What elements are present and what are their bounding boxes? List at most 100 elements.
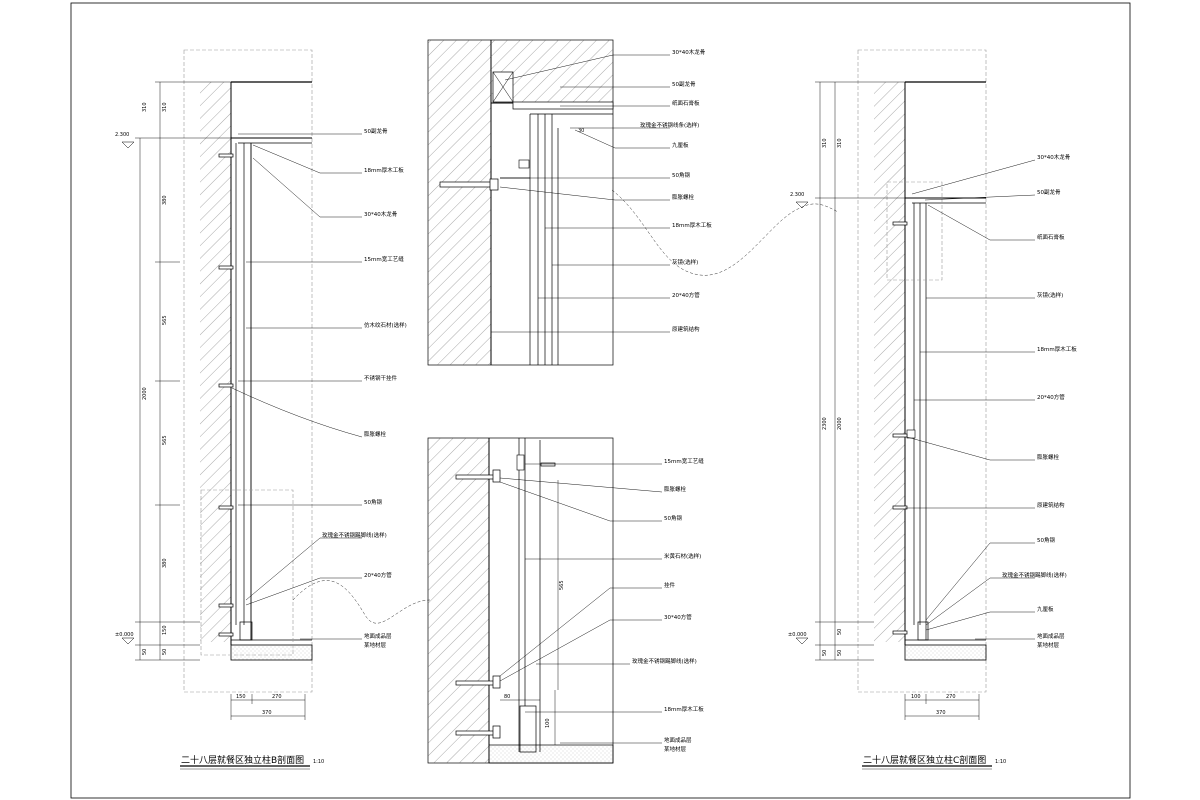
right-detail-frame xyxy=(886,181,943,281)
left-level-bottom: ±0.000 xyxy=(115,632,134,638)
svg-text:80: 80 xyxy=(504,694,510,700)
svg-text:20*40方管: 20*40方管 xyxy=(672,291,700,299)
svg-text:50: 50 xyxy=(837,629,843,635)
svg-text:370: 370 xyxy=(936,710,946,716)
right-floor-slab xyxy=(904,644,987,661)
svg-text:50角钢: 50角钢 xyxy=(664,514,682,522)
left-dashed-frame xyxy=(183,49,313,693)
svg-text:30*40木龙骨: 30*40木龙骨 xyxy=(364,210,398,218)
svg-text:挂件: 挂件 xyxy=(664,581,676,589)
right-scale: 1:10 xyxy=(995,759,1006,765)
bottom-detail-wall xyxy=(428,438,489,763)
svg-text:310: 310 xyxy=(142,102,148,112)
svg-text:2300: 2300 xyxy=(822,417,828,430)
right-hdim-texts: 100 270 370 xyxy=(911,694,956,716)
left-wall-hatch xyxy=(200,82,231,642)
svg-text:270: 270 xyxy=(272,694,282,700)
svg-text:某地材层: 某地材层 xyxy=(664,745,687,753)
right-section: 2.300 ±0.000 310 310 2300 2000 50 50 50 … xyxy=(788,49,1077,770)
svg-text:2000: 2000 xyxy=(142,387,148,400)
bottom-detail-gap xyxy=(516,454,525,471)
top-detail-dim: 30 xyxy=(578,128,584,134)
bottom-detail-floor xyxy=(488,744,614,764)
svg-text:50角钢: 50角钢 xyxy=(672,171,690,179)
svg-text:灰镜(选样): 灰镜(选样) xyxy=(672,258,698,266)
svg-text:玫瑰金不锈钢踢脚线(选样): 玫瑰金不锈钢踢脚线(选样) xyxy=(1002,571,1067,579)
svg-text:玫瑰金不锈钢踢脚线(选样): 玫瑰金不锈钢踢脚线(选样) xyxy=(632,657,697,665)
svg-text:50角钢: 50角钢 xyxy=(364,498,382,506)
svg-text:九厘板: 九厘板 xyxy=(672,141,689,149)
svg-text:150: 150 xyxy=(162,625,168,635)
svg-text:18mm厚木工板: 18mm厚木工板 xyxy=(672,221,712,229)
right-level-top: 2.300 xyxy=(790,192,804,198)
svg-text:310: 310 xyxy=(162,102,168,112)
left-section: 2.300 ±0.000 310 310 380 565 565 380 150… xyxy=(115,49,431,770)
svg-text:50: 50 xyxy=(837,650,843,656)
left-leaders xyxy=(231,133,363,640)
right-title: 二十八层就餐区独立柱C剖面图 xyxy=(863,754,986,766)
svg-text:某地材层: 某地材层 xyxy=(1037,641,1060,649)
svg-text:50: 50 xyxy=(822,650,828,656)
right-gap xyxy=(906,429,916,439)
svg-text:50角钢: 50角钢 xyxy=(1037,536,1055,544)
svg-text:九厘板: 九厘板 xyxy=(1037,605,1054,613)
bottom-detail-panels xyxy=(518,438,541,752)
svg-text:565: 565 xyxy=(162,315,168,325)
right-labels: 30*40木龙骨 50副龙骨 纸面石膏板 灰镜(选样) 18mm厚木工板 20*… xyxy=(1002,153,1077,649)
svg-text:30*40木龙骨: 30*40木龙骨 xyxy=(672,48,706,56)
svg-text:仿木纹石材(选样): 仿木纹石材(选样) xyxy=(364,321,407,329)
left-bolts xyxy=(218,153,234,637)
svg-text:50副龙骨: 50副龙骨 xyxy=(672,80,696,88)
top-detail-leaders xyxy=(491,54,670,333)
right-dashed-frame xyxy=(857,49,987,693)
right-level-mark-bottom xyxy=(795,637,809,645)
sheet-border xyxy=(70,2,1131,799)
svg-text:膨胀螺栓: 膨胀螺栓 xyxy=(664,485,687,493)
left-title: 二十八层就餐区独立柱B剖面图 xyxy=(181,754,304,766)
svg-text:玫瑰金不锈钢线条(选样): 玫瑰金不锈钢线条(选样) xyxy=(640,121,699,129)
right-level-bottom: ±0.000 xyxy=(788,632,807,638)
bottom-detail-bolts xyxy=(455,462,556,739)
left-hdim-texts: 150 270 370 xyxy=(236,694,282,716)
right-vdim-texts: 310 310 2300 2000 50 50 50 xyxy=(822,138,843,656)
left-level-mark-bottom xyxy=(121,637,135,645)
top-detail: 30*40木龙骨 50副龙骨 纸面石膏板 玫瑰金不锈钢线条(选样) 九厘板 50… xyxy=(427,39,839,366)
top-detail-angle xyxy=(518,159,530,169)
left-skirting xyxy=(239,621,253,641)
right-level-mark-top xyxy=(795,201,809,209)
bottom-detail-dims: 565 100 80 xyxy=(504,580,565,728)
svg-text:150: 150 xyxy=(236,694,246,700)
left-vdim-texts: 310 310 380 565 565 380 150 50 50 2000 xyxy=(142,102,168,655)
bottom-detail-labels: 15mm宽工艺缝 膨胀螺栓 50角钢 米黄石材(选样) 挂件 30*40方管 玫… xyxy=(632,457,704,753)
svg-text:18mm厚木工板: 18mm厚木工板 xyxy=(1037,345,1077,353)
svg-text:20*40方管: 20*40方管 xyxy=(364,571,392,579)
left-level-mark-top xyxy=(121,141,135,149)
top-detail-bolt-head xyxy=(489,178,499,191)
left-curve-link xyxy=(292,580,431,624)
top-detail-bolt xyxy=(439,181,498,188)
right-panels xyxy=(913,203,927,640)
left-scale: 1:10 xyxy=(313,759,324,765)
left-floor-slab xyxy=(230,644,313,661)
svg-text:灰镜(选样): 灰镜(选样) xyxy=(1037,291,1063,299)
svg-text:100: 100 xyxy=(545,718,551,728)
svg-text:380: 380 xyxy=(162,195,168,205)
svg-text:565: 565 xyxy=(559,580,565,590)
svg-text:15mm宽工艺缝: 15mm宽工艺缝 xyxy=(364,255,404,263)
svg-text:不锈钢干挂件: 不锈钢干挂件 xyxy=(364,374,398,382)
top-detail-stud-x xyxy=(492,71,514,103)
svg-text:地面成品层: 地面成品层 xyxy=(1037,632,1065,640)
left-level-top: 2.300 xyxy=(115,132,129,138)
bottom-detail-leaders xyxy=(499,463,663,745)
right-bolts xyxy=(892,221,908,635)
svg-text:565: 565 xyxy=(162,435,168,445)
svg-text:原建筑结构: 原建筑结构 xyxy=(1037,501,1065,509)
svg-text:30*40木龙骨: 30*40木龙骨 xyxy=(1037,153,1071,161)
svg-text:20*40方管: 20*40方管 xyxy=(1037,393,1065,401)
svg-text:380: 380 xyxy=(162,558,168,568)
top-detail-wall xyxy=(428,40,491,365)
top-detail-labels: 30*40木龙骨 50副龙骨 纸面石膏板 玫瑰金不锈钢线条(选样) 九厘板 50… xyxy=(640,48,712,333)
svg-text:2000: 2000 xyxy=(837,417,843,430)
svg-text:18mm厚木工板: 18mm厚木工板 xyxy=(664,705,704,713)
